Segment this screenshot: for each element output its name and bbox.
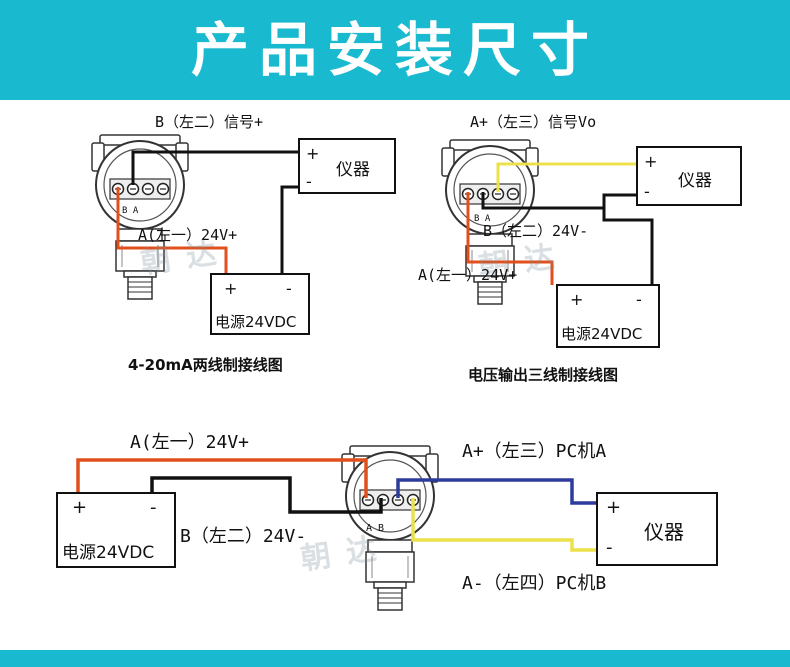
d3-power-box: + - 电源24VDC <box>56 492 176 568</box>
d2-caption: 电压输出三线制接线图 <box>468 366 619 384</box>
d1-terminal-marks: B A <box>122 206 139 216</box>
d3-power-plus: + <box>72 497 88 518</box>
d2-terminal-marks: B A <box>474 214 491 224</box>
d3-pc-a-label: A+（左三）PC机A <box>462 441 607 462</box>
wire-power-red-2 <box>466 192 554 285</box>
d3-instrument-minus: - <box>606 537 613 558</box>
wire-signal-black <box>131 150 300 185</box>
d3-power-minus: - <box>150 497 157 518</box>
d1-instrument-box: + - 仪器 <box>298 138 396 194</box>
d3-pc-b-label: A-（左四）PC机B <box>462 573 607 594</box>
d1-power-name: 电源24VDC <box>215 313 297 331</box>
d2-instrument-box: + - 仪器 <box>636 146 742 206</box>
d1-power-label: A(左一）24V+ <box>138 226 238 244</box>
wire-pc-b-yellow <box>411 498 598 552</box>
footer-bar <box>0 650 790 667</box>
d2-power-name: 电源24VDC <box>561 325 643 343</box>
wire-power-red-3 <box>76 458 368 498</box>
d2-neg-label: B（左二）24V- <box>483 222 589 240</box>
d3-neg-label: B（左二）24V- <box>180 526 307 547</box>
d2-instrument-plus: + <box>644 152 658 171</box>
wire-pc-a-blue <box>396 478 598 505</box>
d1-power-box: + - 电源24VDC <box>210 273 310 335</box>
d2-power-minus: - <box>636 290 642 309</box>
d1-instrument-plus: + <box>306 144 320 163</box>
d3-terminal-marks: A B <box>366 523 385 534</box>
d2-power-plus: + <box>570 290 584 309</box>
d3-instrument-plus: + <box>606 497 622 518</box>
d3-power-name: 电源24VDC <box>62 543 155 563</box>
d1-signal-label: B（左二）信号+ <box>155 113 264 131</box>
d2-instrument-minus: - <box>644 182 650 201</box>
d3-power-label: A(左一）24V+ <box>130 432 250 453</box>
header-banner <box>0 0 790 100</box>
d2-instrument-name: 仪器 <box>678 171 712 191</box>
d1-power-plus: + <box>224 279 238 298</box>
d2-power-box: + - 电源24VDC <box>556 284 660 348</box>
d2-power-label: A(左一）24V+ <box>418 266 518 284</box>
d3-instrument-name: 仪器 <box>644 520 684 544</box>
wire-neg-black-2 <box>602 208 654 285</box>
d1-instrument-name: 仪器 <box>336 160 370 180</box>
d1-caption: 4-20mA两线制接线图 <box>128 356 283 374</box>
page-title: 产品安装尺寸 <box>190 16 599 84</box>
wire-signal-yellow <box>496 162 638 192</box>
wire-power-red <box>116 187 228 274</box>
d3-instrument-box: + - 仪器 <box>596 492 718 566</box>
wire-return-black <box>280 185 300 274</box>
wire-neg-black-3 <box>150 476 383 514</box>
d1-instrument-minus: - <box>306 172 312 191</box>
d2-signal-label: A+（左三）信号Vo <box>470 113 597 131</box>
d1-power-minus: - <box>286 279 292 298</box>
